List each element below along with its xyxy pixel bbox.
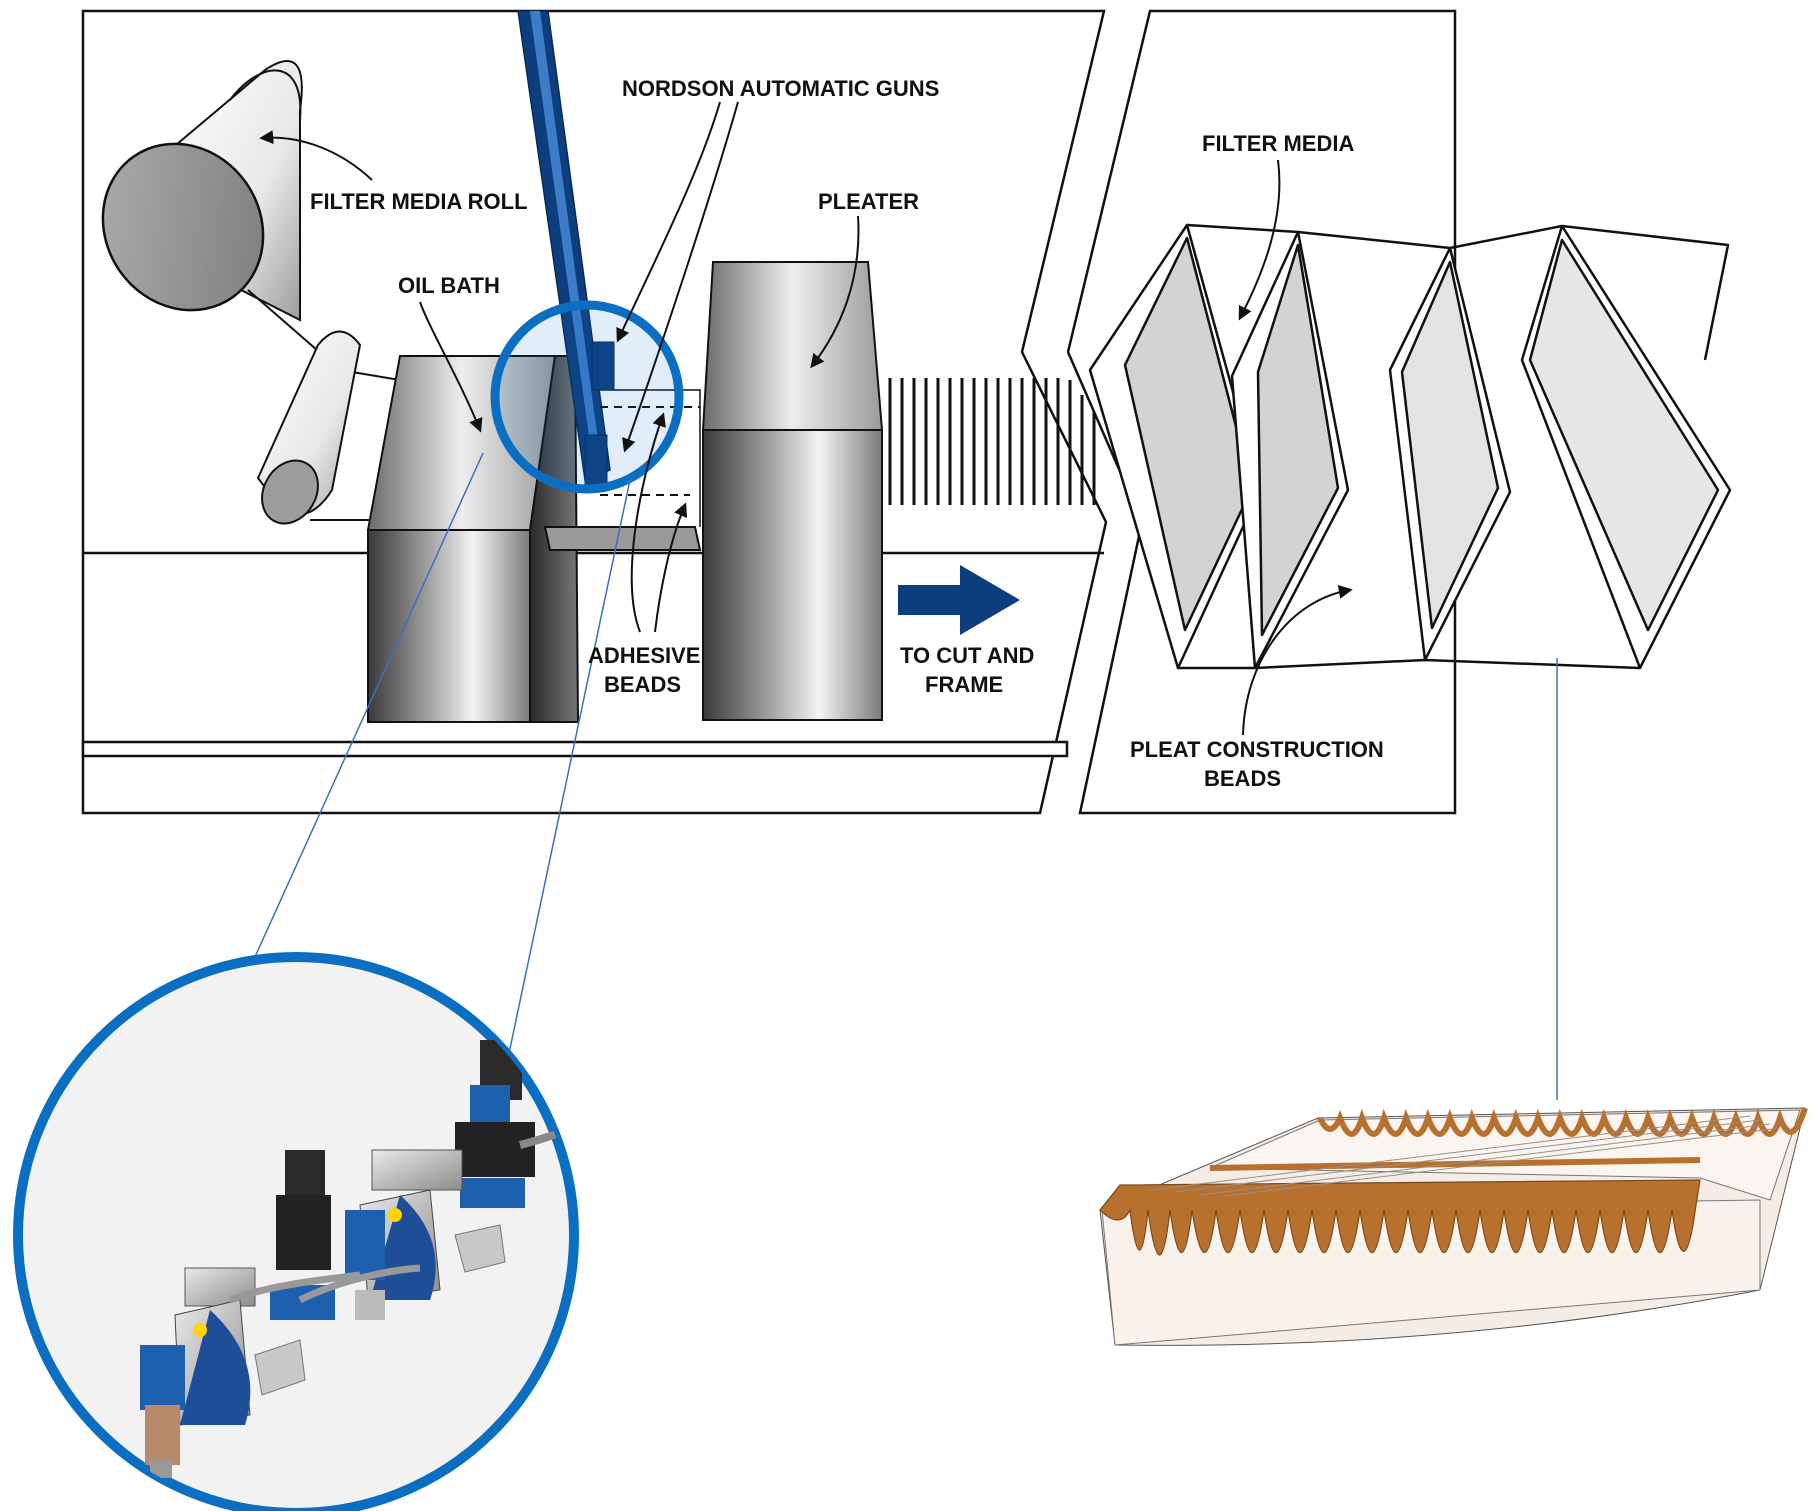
pleat-detail-panel: [1066, 9, 1732, 815]
nordson-guns-label: NORDSON AUTOMATIC GUNS: [622, 76, 939, 101]
adhesive-beads-label-2: BEADS: [604, 672, 681, 697]
pleated-output: [888, 378, 1096, 505]
glue-gun-icon: [140, 1040, 574, 1478]
conveyor-belt: [543, 526, 702, 551]
right-arrow-icon: [898, 565, 1020, 635]
gun-zoom-circle: [13, 952, 579, 1511]
filter-media-roll: [101, 60, 303, 322]
pleat-beads-label-1: PLEAT CONSTRUCTION: [1130, 737, 1384, 762]
gun-head-upper: [591, 341, 615, 391]
pleated-filter-pack: [1099, 1107, 1808, 1346]
filter-media-label: FILTER MEDIA: [1202, 131, 1354, 156]
leader-arrows: [259, 101, 1353, 736]
connector-line-right: [507, 479, 631, 1059]
to-cut-label-2: FRAME: [925, 672, 1003, 697]
zoom-highlight-circle: [490, 300, 684, 494]
oil-bath-tank: [366, 355, 580, 723]
guide-roller: [256, 330, 362, 525]
oil-bath-label: OIL BATH: [398, 273, 500, 298]
adhesive-beads-label-1: ADHESIVE: [588, 643, 700, 668]
to-cut-label-1: TO CUT AND: [900, 643, 1034, 668]
pleater-label: PLEATER: [818, 189, 919, 214]
pleater-machine: [701, 261, 884, 721]
gun-rail: [517, 10, 615, 488]
filter-media-roll-label: FILTER MEDIA ROLL: [310, 189, 528, 214]
pleat-beads-label-2: BEADS: [1204, 766, 1281, 791]
